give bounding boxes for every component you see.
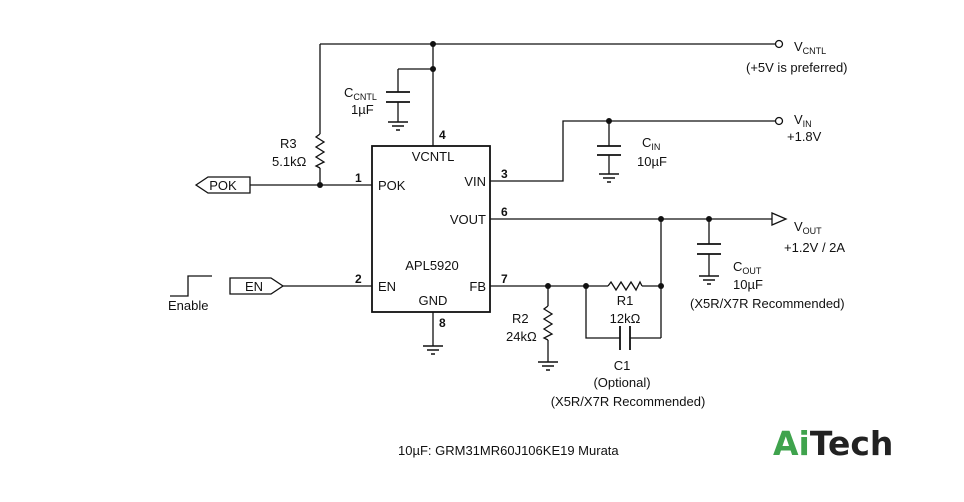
chip-name: APL5920 (405, 258, 459, 273)
junction-dot (658, 283, 664, 289)
junctions (317, 41, 712, 289)
r1-value: 12kΩ (610, 311, 641, 326)
en-flag-label: EN (245, 279, 263, 294)
r2-value: 24kΩ (506, 329, 537, 344)
cin-label: CIN (642, 135, 660, 152)
r2-zigzag (542, 305, 554, 341)
junction-dot (706, 216, 712, 222)
pin-number-8: 8 (439, 316, 446, 330)
en-flag-icon (229, 277, 285, 295)
vin-terminal-icon (774, 116, 784, 126)
enable-label: Enable (168, 298, 208, 313)
vout-rail-label: VOUT (794, 219, 822, 236)
pin-number-4: 4 (439, 128, 446, 142)
vout-rail-value: +1.2V / 2A (784, 240, 845, 255)
vcntl-terminal-icon (774, 39, 784, 49)
r3-value: 5.1kΩ (272, 154, 307, 169)
ccntl-label: CCNTL (344, 85, 377, 102)
cout-plates (697, 243, 721, 255)
cout-note: (X5R/X7R Recommended) (690, 296, 845, 311)
vin-wire (490, 120, 776, 182)
chip-ground-icon (423, 345, 443, 355)
cout-ground-icon (699, 275, 719, 285)
vcntl-rail-label: VCNTL (794, 39, 826, 56)
c1-note-2: (X5R/X7R Recommended) (551, 394, 706, 409)
junction-dot (430, 41, 436, 47)
r2-label: R2 (512, 311, 529, 326)
grounds (388, 121, 719, 371)
pin-number-1: 1 (355, 171, 362, 185)
junction-dot (545, 283, 551, 289)
junction-dot (317, 182, 323, 188)
pin-number-3: 3 (501, 167, 508, 181)
footnote: 10µF: GRM31MR60J106KE19 Murata (398, 443, 619, 458)
vcntl-rail-note: (+5V is preferred) (746, 60, 848, 75)
pin-label-vin: VIN (464, 174, 486, 189)
resistors (314, 133, 643, 341)
junction-dot (430, 66, 436, 72)
junction-dot (658, 216, 664, 222)
pin-number-7: 7 (501, 272, 508, 286)
cin-plates (597, 145, 621, 156)
c1-plates (619, 326, 631, 350)
pin-label-vout: VOUT (450, 212, 486, 227)
pin-number-6: 6 (501, 205, 508, 219)
cin-value: 10µF (637, 154, 667, 169)
pin-number-2: 2 (355, 272, 362, 286)
pin-label-vcntl: VCNTL (412, 149, 455, 164)
pok-flag-icon (194, 176, 251, 194)
wires (170, 43, 776, 362)
capacitor-plates (386, 91, 721, 350)
junction-dot (583, 283, 589, 289)
pok-flag-label: POK (209, 178, 237, 193)
r1-zigzag (607, 280, 643, 292)
pin-label-pok: POK (378, 178, 406, 193)
ccntl-ground-icon (388, 121, 408, 131)
c1-note: (Optional) (593, 375, 650, 390)
vin-rail-value: +1.8V (787, 129, 822, 144)
enable-step-waveform (170, 275, 212, 297)
aitech-logo: AiTech (773, 424, 893, 463)
r1-label: R1 (617, 293, 634, 308)
r3-label: R3 (280, 136, 297, 151)
cin-ground-icon (599, 173, 619, 183)
ccntl-value: 1µF (351, 102, 374, 117)
pin-label-gnd: GND (419, 293, 448, 308)
cout-value: 10µF (733, 277, 763, 292)
r3-zigzag (314, 133, 326, 169)
terminals (194, 39, 788, 295)
pin-label-en: EN (378, 279, 396, 294)
chip-body (371, 145, 491, 313)
c1-left-wire (585, 286, 620, 339)
c1-label: C1 (614, 358, 631, 373)
r2-ground-icon (538, 361, 558, 371)
ccntl-plates (386, 91, 410, 103)
cout-label: COUT (733, 259, 762, 276)
junction-dot (606, 118, 612, 124)
vout-arrow-icon (771, 212, 788, 226)
pin-label-fb: FB (469, 279, 486, 294)
vin-rail-label: VIN (794, 112, 812, 129)
